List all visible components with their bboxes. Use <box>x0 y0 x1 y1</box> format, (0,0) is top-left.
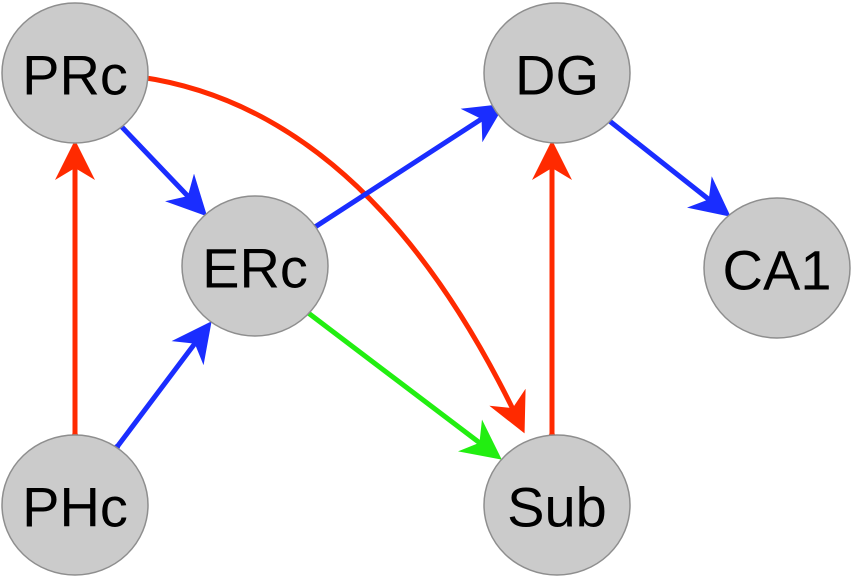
node-label-sub: Sub <box>507 476 607 539</box>
node-erc: ERc <box>181 195 329 337</box>
blue-arrow-dg-to-ca1 <box>604 116 731 217</box>
node-prc: PRc <box>1 2 149 144</box>
node-sub: Sub <box>483 434 631 576</box>
node-label-phc: PHc <box>22 476 128 539</box>
blue-arrow-prc-to-erc <box>117 122 208 217</box>
node-ca1: CA1 <box>703 197 851 339</box>
node-label-prc: PRc <box>22 44 128 107</box>
blue-arrow-erc-to-dg <box>312 103 506 230</box>
edges-layer <box>55 74 731 460</box>
node-circle-erc <box>181 195 329 337</box>
node-dg: DG <box>483 2 631 144</box>
red-arrow-prc-to-sub <box>137 74 526 434</box>
node-circle-ca1 <box>703 197 851 339</box>
node-circle-sub <box>483 434 631 576</box>
node-label-ca1: CA1 <box>723 239 832 302</box>
node-circle-dg <box>483 2 631 144</box>
node-circle-prc <box>1 2 149 144</box>
blue-arrow-phc-to-erc <box>114 321 212 450</box>
node-phc: PHc <box>1 434 149 576</box>
node-label-erc: ERc <box>202 237 308 300</box>
green-arrow-erc-to-sub <box>304 309 502 460</box>
node-label-dg: DG <box>515 44 599 107</box>
node-circle-phc <box>1 434 149 576</box>
